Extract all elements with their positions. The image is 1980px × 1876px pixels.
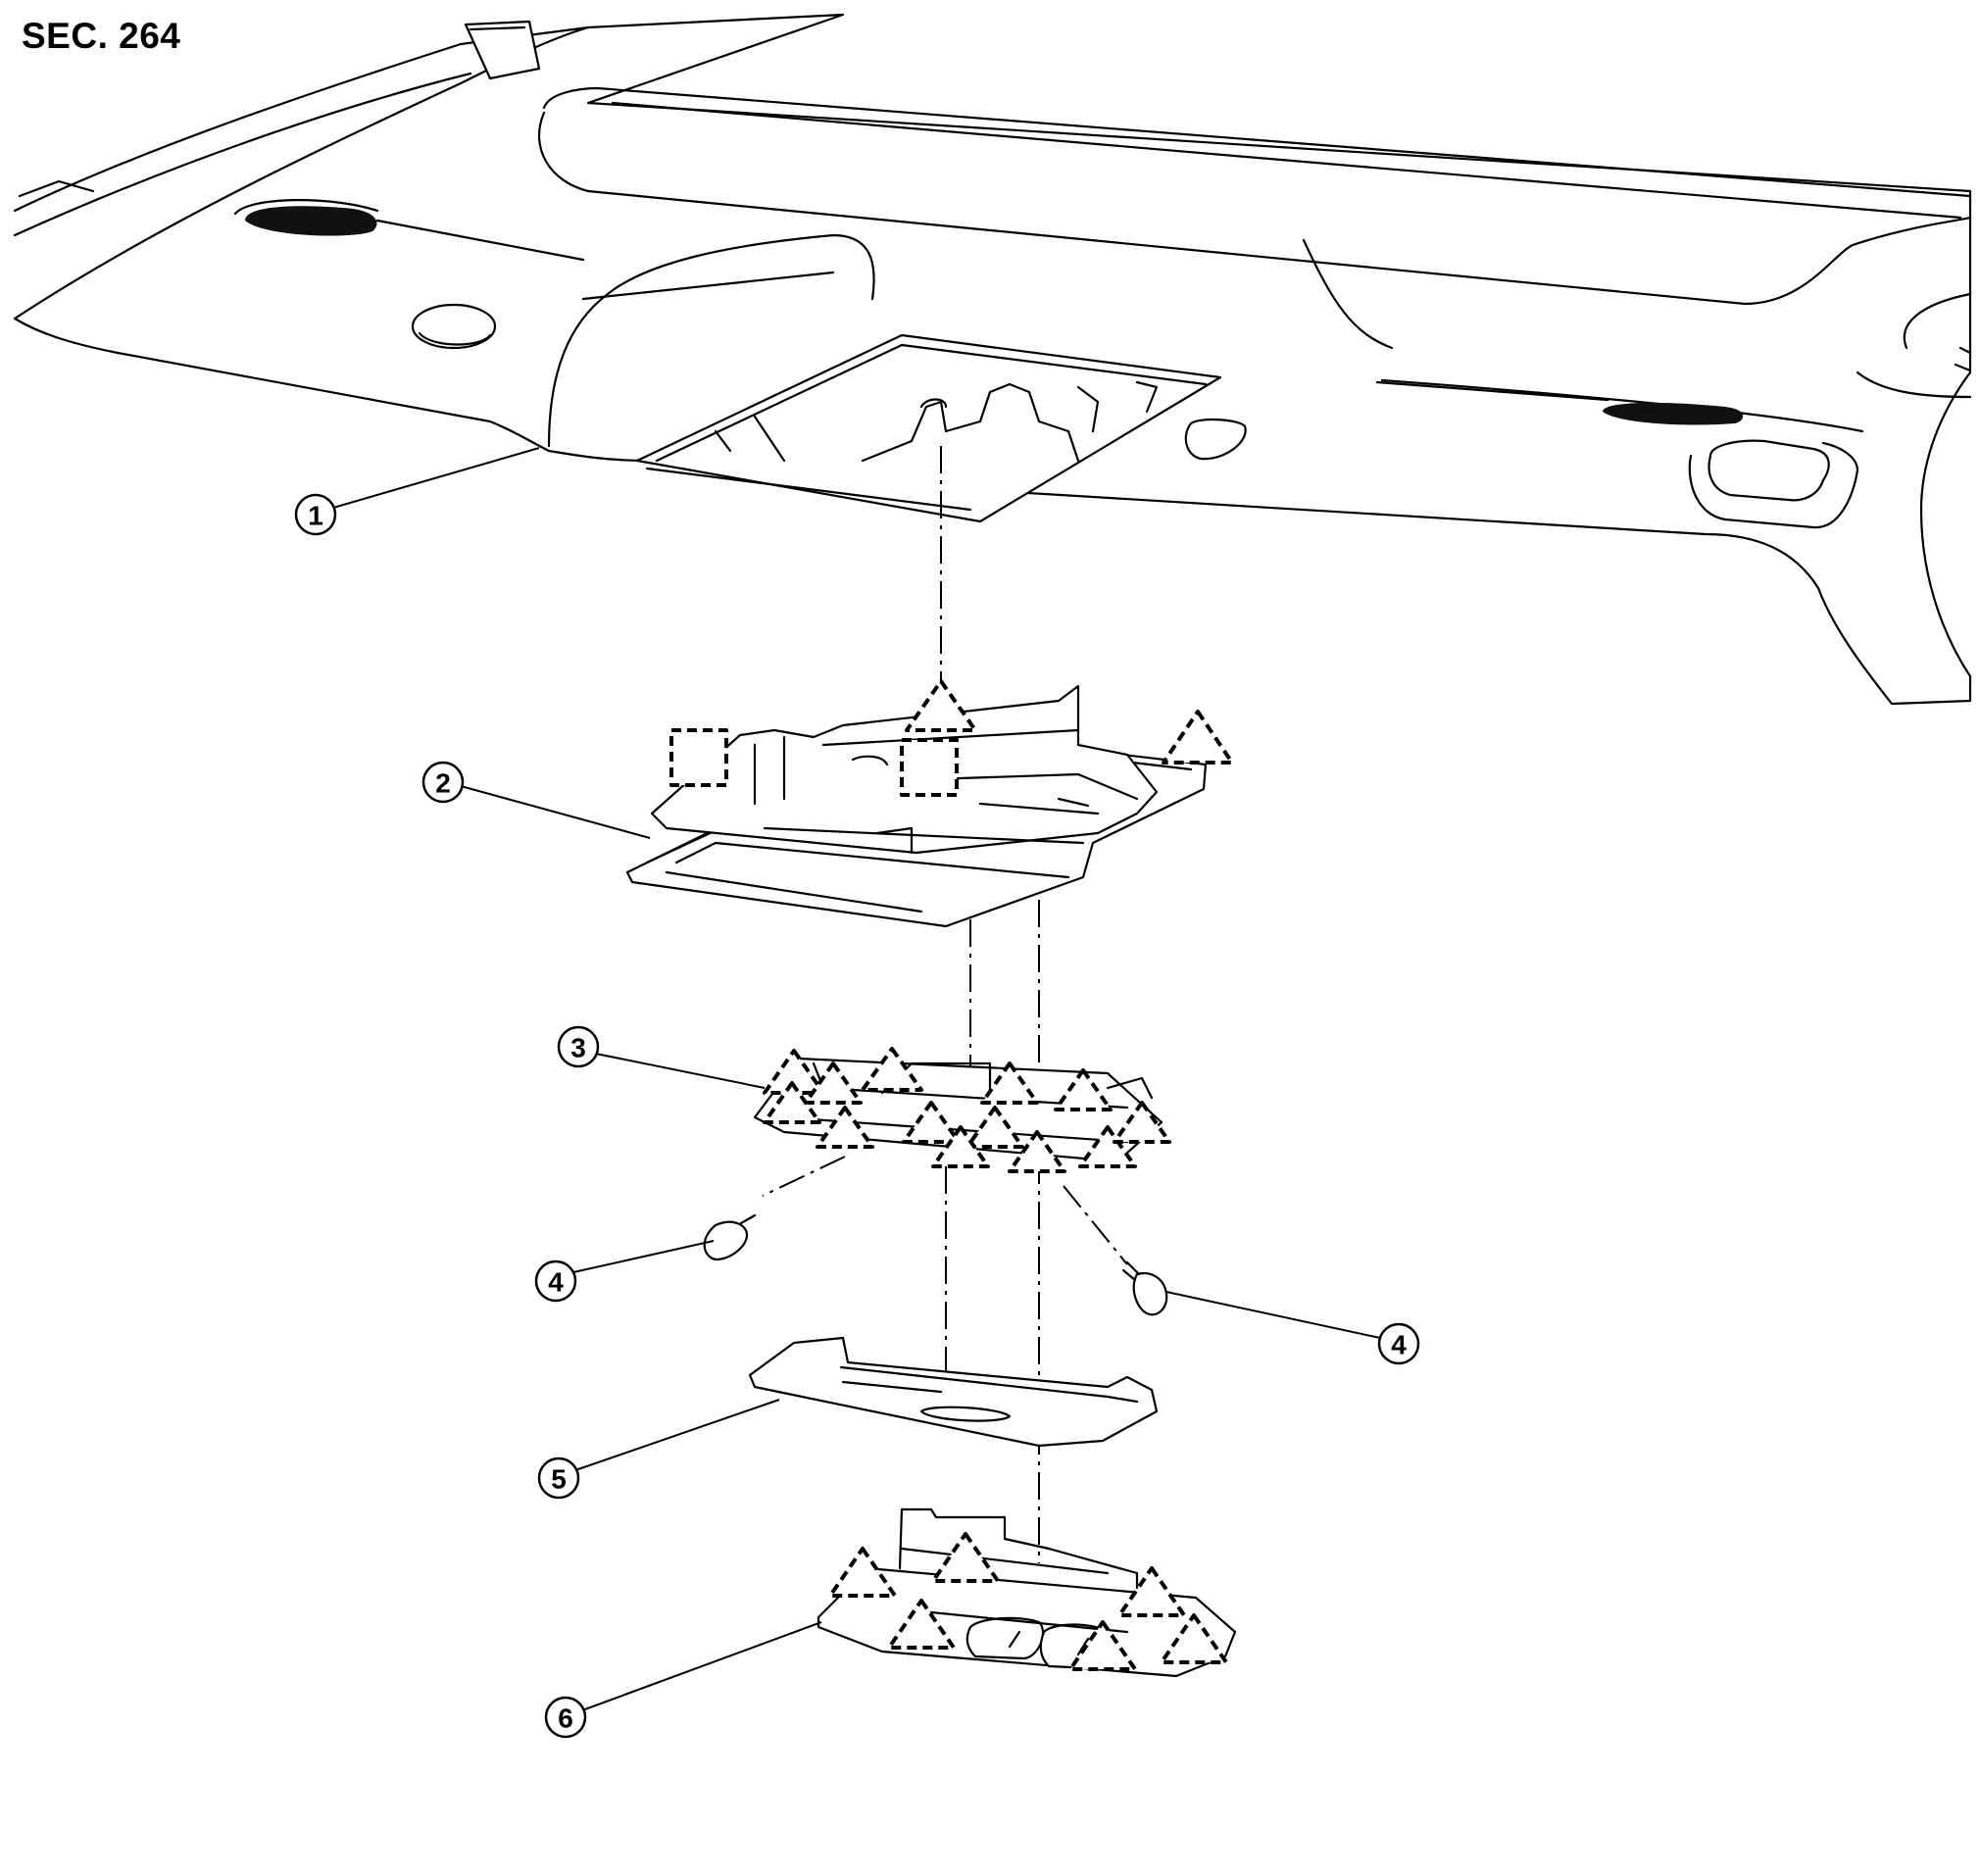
svg-text:4: 4 [1391, 1330, 1407, 1360]
pawl-group [763, 1047, 1171, 1173]
callout-1: 1 [294, 447, 540, 536]
bulb-right-part [1121, 1260, 1168, 1316]
bulb-left-part [703, 1213, 757, 1261]
callout-2: 2 [421, 761, 651, 839]
pawl-icon [1162, 710, 1234, 765]
lamp-circuit-board-part [753, 1047, 1171, 1173]
map-lamp-housing-part [625, 679, 1234, 928]
svg-text:4: 4 [548, 1267, 564, 1298]
svg-text:2: 2 [435, 768, 451, 799]
callout-4-left: 4 [534, 1240, 715, 1303]
headlining-part [13, 13, 1972, 706]
svg-text:1: 1 [308, 501, 323, 531]
switch-panel-part [817, 1507, 1237, 1678]
svg-text:6: 6 [558, 1703, 573, 1734]
svg-text:3: 3 [570, 1033, 586, 1063]
callout-3: 3 [557, 1025, 766, 1089]
pawl-group [828, 1532, 1228, 1671]
metal-clip-icon [900, 738, 959, 797]
lens-part [748, 1336, 1159, 1448]
callout-5: 5 [537, 1399, 780, 1500]
pawl-icon [905, 679, 977, 732]
section-label: SEC. 264 [22, 16, 181, 56]
svg-text:5: 5 [551, 1464, 567, 1495]
callout-6: 6 [544, 1621, 822, 1739]
metal-clip-icon [669, 728, 728, 787]
callout-4-right: 4 [1165, 1291, 1420, 1365]
